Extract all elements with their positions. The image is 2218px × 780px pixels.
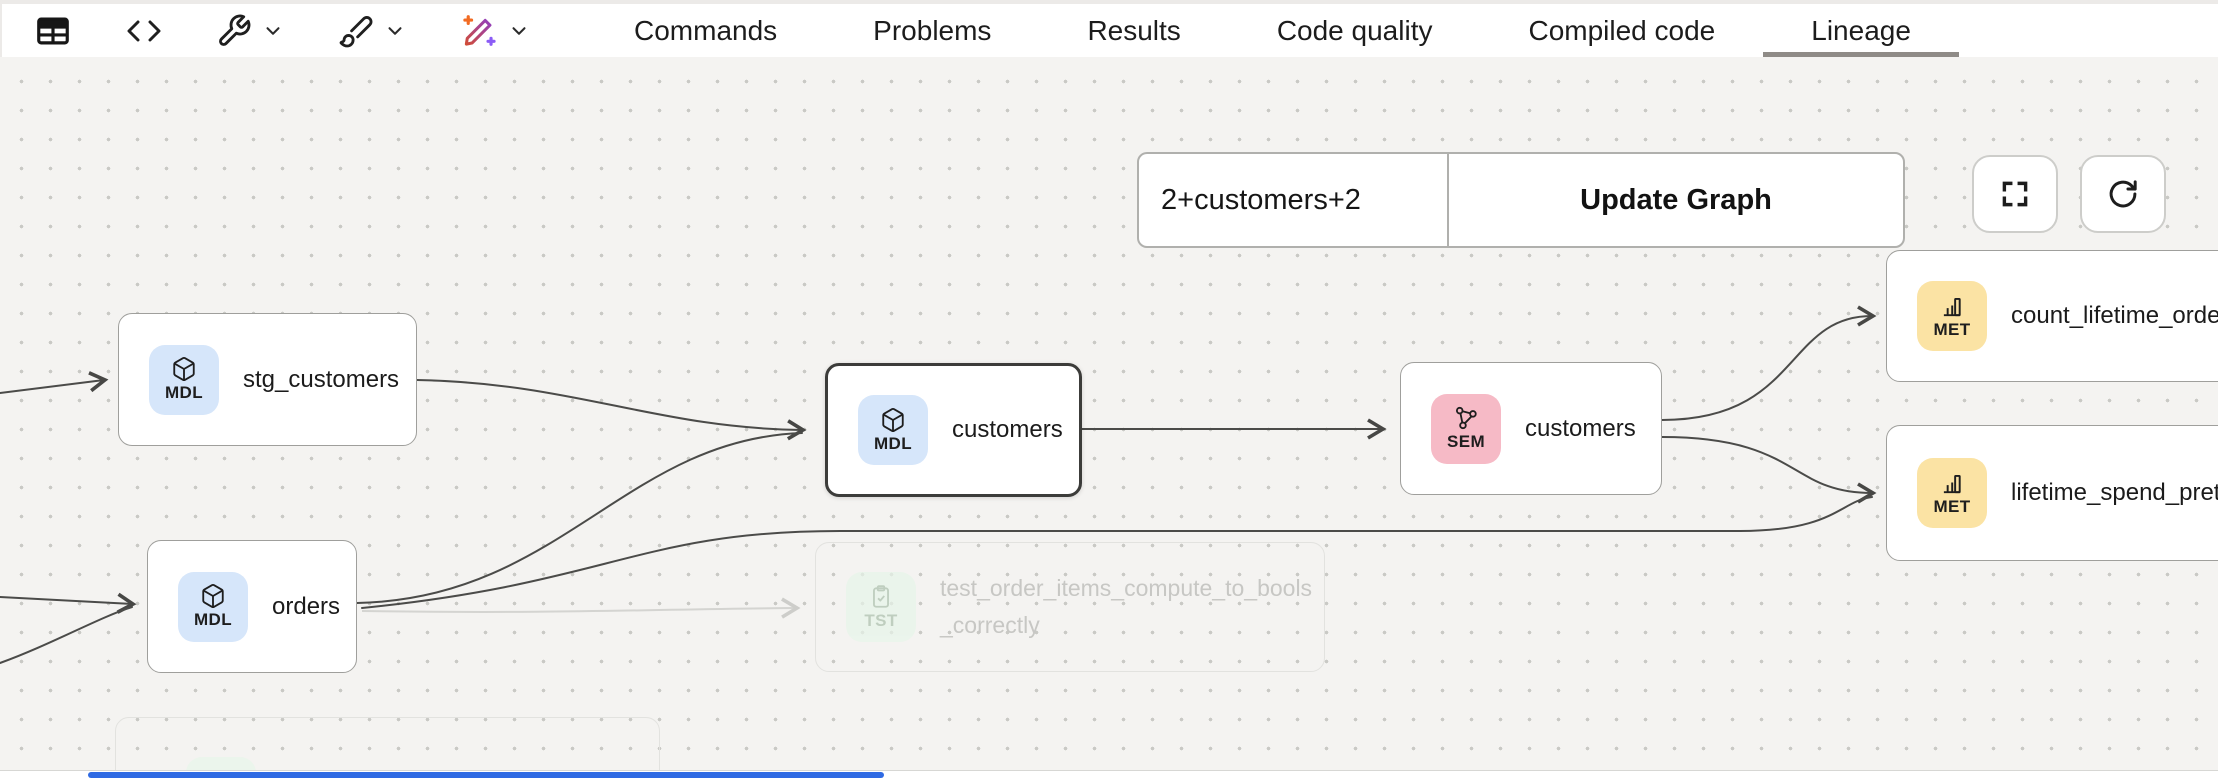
node-label: stg_customers: [243, 365, 400, 393]
node-type-label: MET: [1933, 319, 1971, 339]
node-type-label: MET: [1933, 496, 1971, 516]
tab-code-quality[interactable]: Code quality: [1276, 14, 1433, 46]
test-badge: TST: [186, 757, 256, 770]
edge: [0, 371, 109, 394]
fullscreen-button[interactable]: [1972, 155, 2058, 233]
ai-assist-button[interactable]: [460, 12, 530, 50]
clipboard-check-icon: [217, 769, 225, 770]
tab-lineage[interactable]: Lineage: [1763, 4, 1959, 57]
build-model-button[interactable]: [216, 13, 284, 49]
lineage-filter-bar: 2+customers+2 Update Graph: [1137, 152, 1905, 248]
cube-icon: [202, 583, 224, 609]
editor-topbar: Commands Problems Results Code quality C…: [0, 4, 2218, 57]
refresh-button[interactable]: [2080, 155, 2166, 233]
update-graph-button[interactable]: Update Graph: [1580, 183, 1772, 216]
toolbar: [2, 12, 530, 50]
ai-wand-icon: [463, 14, 496, 46]
lineage-node-orders[interactable]: MDL orders: [147, 540, 357, 673]
node-type-label: MDL: [193, 610, 233, 629]
node-type-label: TST: [864, 610, 898, 630]
code-icon: [127, 20, 161, 41]
lineage-filter-input[interactable]: 2+customers+2: [1139, 154, 1449, 246]
chevron-down-icon[interactable]: [262, 20, 284, 42]
query-results-button[interactable]: [34, 12, 72, 50]
clipboard-check-icon: [873, 584, 889, 608]
horizontal-scrollbar-thumb[interactable]: [88, 772, 884, 778]
graph-nodes-icon: [1455, 406, 1477, 430]
metric-badge: MET: [1917, 458, 1987, 528]
lineage-node-test-order-items[interactable]: TST test_order_items_compute_to_bools_co…: [815, 542, 1325, 672]
lineage-node-customers-semantic[interactable]: SEM customers: [1400, 362, 1662, 495]
refresh-icon: [2109, 180, 2137, 208]
node-label: lifetime_spend_pretax: [2011, 479, 2218, 506]
edge: [1661, 436, 1877, 504]
node-type-label: SEM: [1446, 432, 1486, 451]
wrench-icon: [219, 14, 251, 46]
data-table-icon: [37, 17, 69, 44]
edge: [361, 496, 1873, 609]
chevron-down-icon[interactable]: [508, 20, 530, 42]
semantic-model-badge: SEM: [1431, 393, 1501, 464]
tab-problems[interactable]: Problems: [873, 14, 992, 46]
lineage-node-partial-test[interactable]: TST: [115, 717, 660, 770]
node-label: customers: [1525, 414, 1636, 442]
node-type-label: MDL: [873, 433, 913, 453]
lineage-edges: [0, 305, 1877, 664]
lineage-canvas[interactable]: MDL stg_customers MDL orders MDL custome…: [0, 57, 2218, 771]
node-type-label: MDL: [164, 383, 204, 402]
lineage-node-stg-customers[interactable]: MDL stg_customers: [118, 313, 417, 446]
lineage-node-count-lifetime-orders[interactable]: MET count_lifetime_orders: [1886, 250, 2218, 382]
bar-chart-icon: [1943, 297, 1961, 316]
broom-icon: [339, 15, 373, 47]
clean-project-button[interactable]: [338, 13, 406, 49]
panel-tabs: Commands Problems Results Code quality C…: [586, 4, 1959, 57]
bar-chart-icon: [1943, 474, 1961, 493]
node-label: customers: [952, 416, 1063, 443]
edge: [416, 379, 807, 441]
test-badge: TST: [846, 572, 916, 642]
tab-compiled-code[interactable]: Compiled code: [1528, 14, 1716, 46]
lineage-node-customers-model[interactable]: MDL customers: [825, 363, 1082, 497]
cube-icon: [882, 407, 904, 432]
model-badge: MDL: [178, 571, 248, 642]
tab-commands[interactable]: Commands: [634, 14, 778, 46]
edge-faded: [361, 597, 801, 619]
metric-badge: MET: [1917, 281, 1987, 351]
node-label: orders: [272, 592, 341, 620]
fullscreen-icon: [2002, 181, 2028, 207]
edge: [0, 606, 133, 664]
lineage-node-lifetime-spend-pretax[interactable]: MET lifetime_spend_pretax: [1886, 425, 2218, 561]
chevron-down-icon[interactable]: [384, 20, 406, 42]
model-badge: MDL: [858, 395, 928, 465]
model-badge: MDL: [149, 344, 219, 415]
tab-results[interactable]: Results: [1087, 14, 1181, 46]
cube-icon: [173, 356, 195, 382]
edge: [0, 592, 137, 614]
compile-sql-button[interactable]: [126, 13, 162, 49]
edge: [1661, 305, 1877, 421]
node-label: test_order_items_compute_to_bools_correc…: [940, 575, 1313, 638]
edge: [356, 432, 803, 604]
window-top-strip: [0, 0, 2218, 4]
node-label: count_lifetime_orders: [2011, 302, 2218, 329]
